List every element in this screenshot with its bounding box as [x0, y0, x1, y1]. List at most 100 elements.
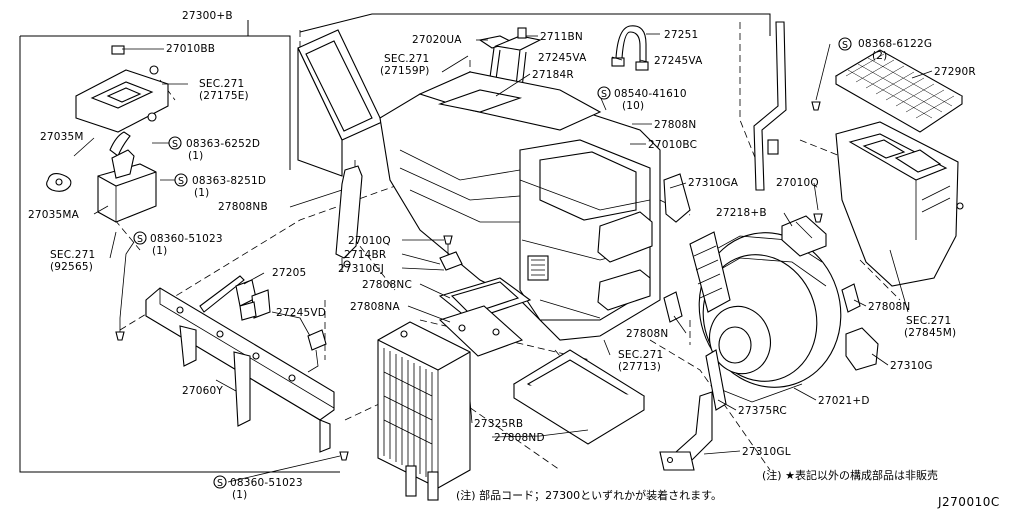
- label-08360-51023-b: 08360-51023: [230, 477, 303, 489]
- aspirator-assembly: [75, 45, 169, 133]
- label-08360-51023-b-qty: (1): [232, 489, 247, 501]
- label-27020ua: 27020UA: [412, 34, 462, 46]
- connector-27245vd: [307, 329, 327, 373]
- leader-lines: [73, 33, 933, 483]
- assembly-bracket-top: [20, 20, 249, 37]
- svg-text:S: S: [172, 139, 178, 150]
- label-27808na: 27808NA: [350, 301, 400, 313]
- heater-core-fins: [383, 348, 433, 480]
- label-27010bb: 27010BB: [166, 43, 215, 55]
- screw-symbol-08363-6252d: S: [168, 136, 182, 150]
- label-27310g: 27310G: [890, 360, 933, 372]
- bracket-27310gl: [659, 391, 713, 471]
- sensor-27035ma: [97, 149, 157, 223]
- screw-27010q-b: [813, 213, 823, 223]
- svg-text:S: S: [217, 478, 223, 489]
- label-27808n-center: 27808N: [626, 328, 668, 340]
- evaporator-tray-27808nd: [512, 349, 646, 445]
- svg-text:S: S: [842, 40, 848, 51]
- drain-hose-27251: [611, 25, 649, 71]
- label-27245va-right: 27245VA: [654, 55, 703, 67]
- label-27245vd: 27245VD: [276, 307, 326, 319]
- fitting-27218b: [781, 215, 827, 257]
- label-27251: 27251: [664, 29, 698, 41]
- label-27290r: 27290R: [934, 66, 976, 78]
- bracket-27310gj: [335, 165, 363, 272]
- label-27310gj: 27310GJ: [338, 263, 384, 275]
- label-27375rc: 27375RC: [738, 405, 787, 417]
- label-08540-41610: 08540-41610: [614, 88, 687, 100]
- label-2714br: 2714BR: [344, 249, 386, 261]
- bracket-27310ga: [663, 173, 691, 223]
- filter-frame-27808nb: [297, 29, 383, 177]
- svg-text:S: S: [137, 234, 143, 245]
- screw-symbol-08368-6122g: S: [838, 37, 852, 51]
- label-27021d: 27021+D: [818, 395, 870, 407]
- diagram-code: J270010C: [937, 495, 1000, 509]
- clip-2714br: [439, 251, 463, 271]
- intake-housing: [835, 121, 964, 287]
- screw-symbols: S S S S S S: [133, 37, 852, 489]
- label-27245va-left: 27245VA: [538, 52, 587, 64]
- label-08368-6122g: 08368-6122G: [858, 38, 932, 50]
- label-sec271-27713-ref: (27713): [618, 361, 661, 373]
- label-27010bc: 27010BC: [648, 139, 697, 151]
- label-27808n-top: 27808N: [654, 119, 696, 131]
- label-08363-6252d-qty: (1): [188, 150, 203, 162]
- footnotes: (注) ★表記以外の構成部品は非販売 (注) 部品コード；27300といずれかが…: [456, 468, 1000, 509]
- label-27808nb: 27808NB: [218, 201, 268, 213]
- label-sec271-27713: SEC.271: [618, 349, 663, 361]
- label-27205: 27205: [272, 267, 306, 279]
- label-27010q-left: 27010Q: [348, 235, 391, 247]
- label-27310gl: 27310GL: [742, 446, 791, 458]
- label-27808nc: 27808NC: [362, 279, 412, 291]
- assembly-bracket-right: [248, 35, 291, 170]
- seal-27808nc: [438, 277, 532, 321]
- svg-text:S: S: [601, 89, 607, 100]
- label-08360-51023-a: 08360-51023: [150, 233, 223, 245]
- label-08363-6252d: 08363-6252D: [186, 138, 260, 150]
- label-27808nd: 27808ND: [494, 432, 545, 444]
- part-labels: 27300+B 27010BB SEC.271 (27175E) 27035M …: [28, 10, 976, 501]
- footnote-part-code: (注) 部品コード；27300といずれかが装着されます。: [456, 488, 722, 502]
- label-27808n-right: 27808N: [868, 301, 910, 313]
- label-08360-51023-a-qty: (1): [152, 245, 167, 257]
- label-sec271-27159p-ref: (27159P): [380, 65, 430, 77]
- heater-core-27325rb: [377, 321, 471, 501]
- sensor-27205: [199, 275, 271, 321]
- label-27218b: 27218+B: [716, 207, 767, 219]
- label-2711bn: 2711BN: [540, 31, 583, 43]
- label-sec271-27175e-ref: (27175E): [199, 90, 249, 102]
- bracket-27310g: [845, 327, 879, 371]
- seal-27808n-right: [841, 283, 861, 313]
- screw-08360-51023-upper: [115, 318, 125, 341]
- filter-mesh: [845, 53, 955, 119]
- label-27325rb: 27325RB: [474, 418, 523, 430]
- svg-text:S: S: [178, 176, 184, 187]
- screw-08368-6122g: [811, 101, 821, 111]
- label-08540-41610-qty: (10): [622, 100, 644, 112]
- label-sec271-27845m: SEC.271: [906, 315, 951, 327]
- assembly-bracket-top-right: [299, 13, 771, 36]
- screw-symbol-08360-51023-b: S: [213, 475, 227, 489]
- vent-hose: [753, 21, 787, 191]
- label-27010q-right: 27010Q: [776, 177, 819, 189]
- label-27035ma: 27035MA: [28, 209, 80, 221]
- label-27035m: 27035M: [40, 131, 84, 143]
- bracket-bar-27060y: [145, 287, 335, 453]
- footnote-non-sale: (注) ★表記以外の構成部品は非販売: [762, 468, 938, 482]
- label-sec271-27175e: SEC.271: [199, 78, 244, 90]
- screw-symbol-08363-8251d: S: [174, 173, 188, 187]
- seal-27808na: [438, 305, 524, 357]
- seal-27808n-left: [663, 291, 683, 323]
- aspirator-hose-27035m: [46, 131, 131, 192]
- label-sec271-92565: SEC.271: [50, 249, 95, 261]
- label-27184r: 27184R: [532, 69, 574, 81]
- main-hvac-housing: [379, 71, 661, 341]
- screw-symbol-08360-51023-a: S: [133, 231, 147, 245]
- assembly-bracket-left: [19, 36, 340, 473]
- cabin-filter-27290r: [834, 49, 964, 133]
- label-08368-6122g-qty: (2): [872, 50, 887, 62]
